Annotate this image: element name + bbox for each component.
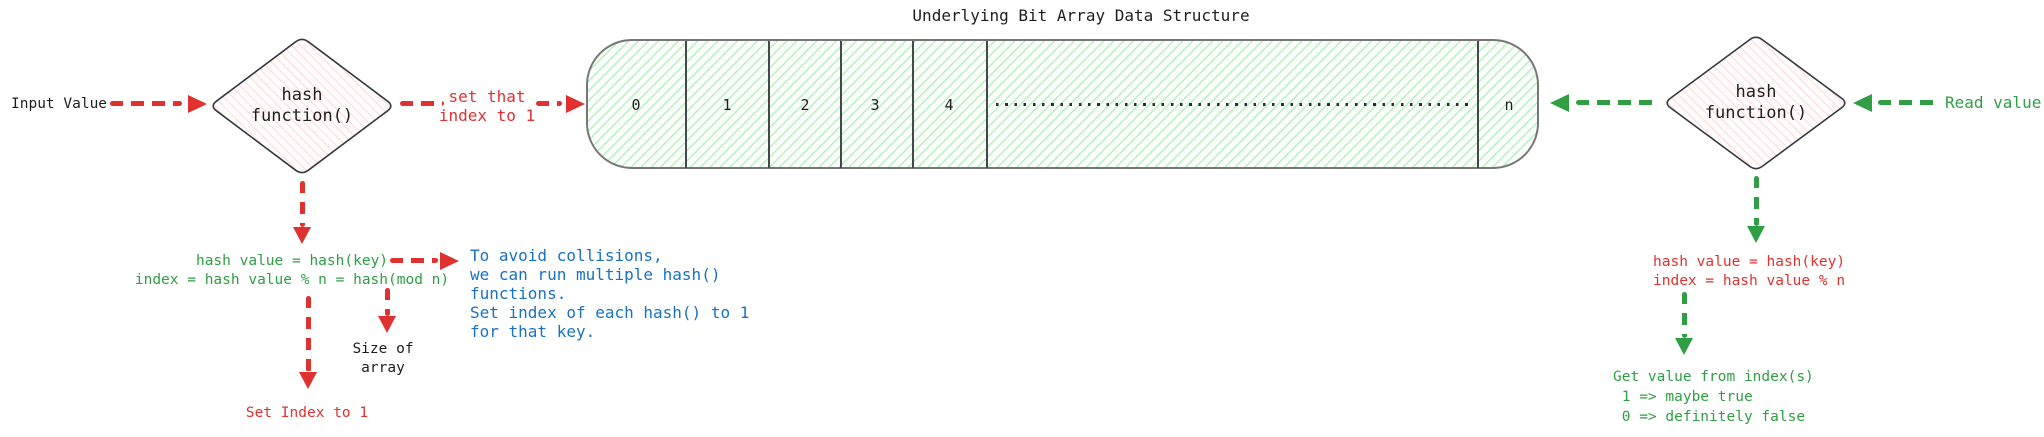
get-value-arrow-head-icon bbox=[1675, 338, 1693, 355]
size-of-array-arrow-head-icon bbox=[378, 316, 396, 333]
hash-code-right: hash value = hash(key) index = hash valu… bbox=[1653, 254, 1846, 289]
size-of-array-label: Size of array bbox=[352, 341, 414, 376]
diamond-down-arrow-head-icon bbox=[293, 227, 311, 244]
set-that-arrow-dashes-left bbox=[400, 101, 444, 106]
diamond-shape-right bbox=[1666, 36, 1846, 170]
bit-array-divider bbox=[912, 41, 914, 168]
read-value-arrow-dashes bbox=[1878, 100, 1938, 105]
hash-function-label-right: hash function() bbox=[1704, 82, 1808, 123]
bit-array-cell-0: 0 bbox=[631, 96, 641, 114]
bit-array-cell-4: 4 bbox=[944, 96, 954, 114]
diamond-shape-left bbox=[212, 38, 392, 174]
set-that-index-label: set that index to 1 bbox=[438, 87, 536, 125]
read-value-label: Read value bbox=[1945, 93, 2042, 112]
input-value-label: Input Value bbox=[11, 96, 108, 112]
right-diamond-down-arrow-head-icon bbox=[1747, 226, 1765, 243]
bit-array-cell-2: 2 bbox=[800, 96, 810, 114]
bit-array-divider bbox=[986, 41, 988, 168]
bit-array-ellipsis-dots bbox=[996, 103, 1468, 106]
read-to-array-arrow-head-icon bbox=[1550, 94, 1569, 112]
diagram-title: Underlying Bit Array Data Structure bbox=[912, 6, 1250, 25]
bit-array-cell-1: 1 bbox=[722, 96, 732, 114]
bit-array-divider bbox=[1477, 41, 1479, 168]
diamond-down-arrow-dashes bbox=[300, 181, 305, 227]
read-result-note: Get value from index(s) 1 => maybe true … bbox=[1613, 369, 1814, 425]
hash-function-label-left: hash function() bbox=[250, 85, 354, 126]
read-value-arrow-head-icon bbox=[1853, 94, 1872, 112]
bit-array-divider bbox=[685, 41, 687, 168]
bit-array-cell-n: n bbox=[1504, 96, 1514, 114]
right-diamond-down-arrow-dashes bbox=[1754, 176, 1759, 226]
size-of-array-arrow-dashes bbox=[385, 288, 390, 316]
set-index-arrow-dashes bbox=[306, 296, 311, 372]
hash-function-diamond-left: hash function() bbox=[207, 35, 397, 177]
bit-array-divider bbox=[768, 41, 770, 168]
read-to-array-arrow-dashes bbox=[1576, 100, 1658, 105]
get-value-arrow-dashes bbox=[1682, 292, 1687, 338]
collision-note: To avoid collisions, we can run multiple… bbox=[470, 246, 750, 341]
set-index-label: Set Index to 1 bbox=[245, 405, 369, 421]
set-index-arrow-head-icon bbox=[299, 372, 317, 389]
input-arrow-dashes bbox=[110, 101, 182, 106]
bit-array-cell-3: 3 bbox=[870, 96, 880, 114]
collision-note-arrow-head-icon bbox=[440, 252, 459, 270]
collision-note-arrow-dashes bbox=[390, 258, 438, 263]
input-arrow-head-icon bbox=[188, 95, 207, 113]
set-that-arrow-dashes-right bbox=[536, 101, 562, 106]
hash-code-left: hash value = hash(key) index = hash valu… bbox=[134, 253, 450, 288]
bit-array-divider bbox=[840, 41, 842, 168]
hash-function-diamond-right: hash function() bbox=[1661, 33, 1851, 173]
set-that-arrow-head-icon bbox=[566, 95, 585, 113]
